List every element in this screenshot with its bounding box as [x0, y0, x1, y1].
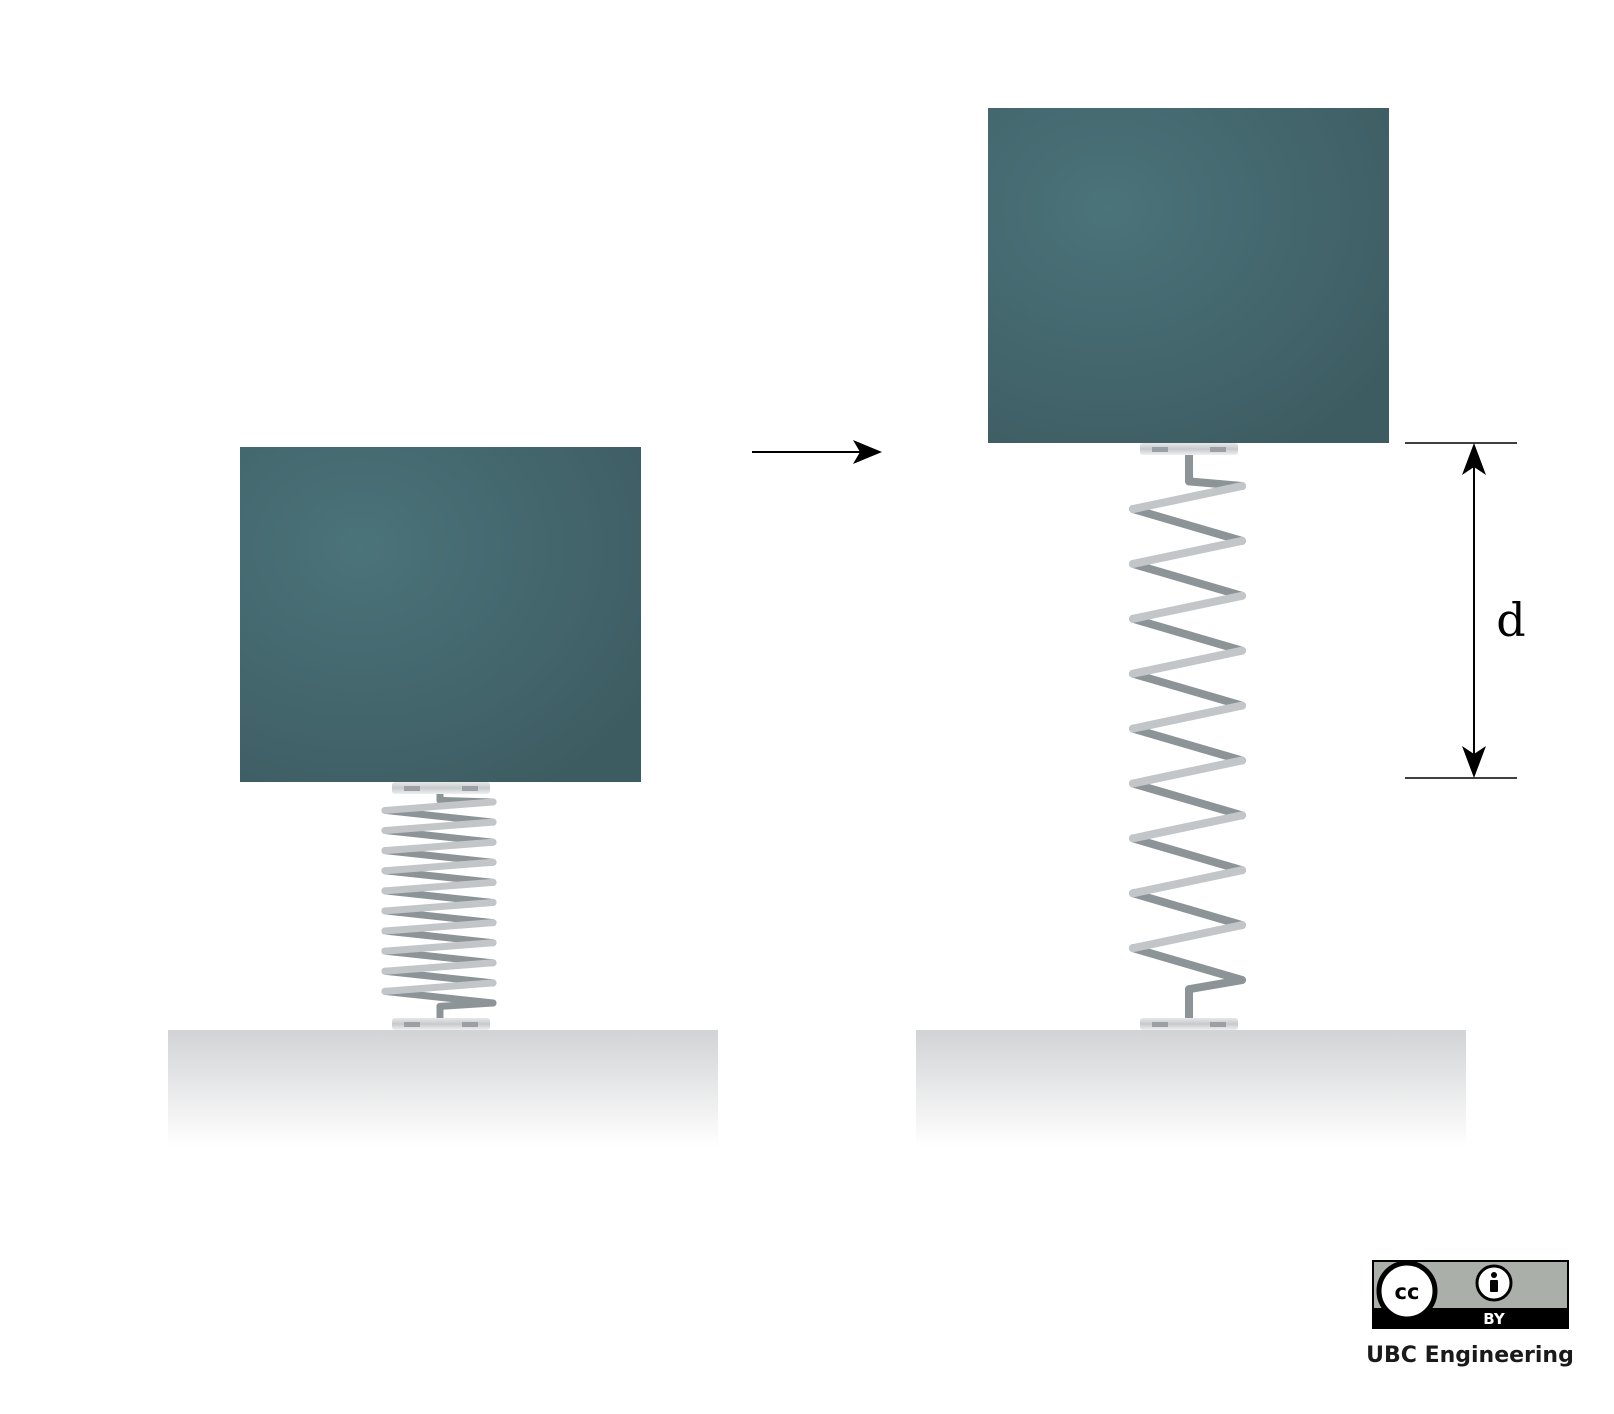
coil-segment [1129, 724, 1246, 765]
coil-segment [1129, 779, 1246, 820]
left-bottom-plate [392, 1018, 490, 1030]
coil-segment [1185, 976, 1246, 994]
coil-segment [436, 999, 497, 1010]
coil-segment [1129, 536, 1246, 568]
coil-segment [1129, 505, 1246, 545]
creative-commons-icon: cc [1376, 1260, 1438, 1322]
spring-icon [381, 788, 497, 1024]
left-top-plate [392, 782, 490, 794]
right-top-plate [1140, 443, 1238, 455]
coil-segment [381, 838, 497, 855]
left-ground [168, 1030, 718, 1148]
coil-segment [1129, 701, 1246, 733]
right-ground [916, 1030, 1466, 1148]
coil-segment [381, 939, 497, 955]
by-mark: BY [1483, 1310, 1506, 1328]
coil-segment [381, 798, 497, 814]
coil-segment [381, 878, 497, 895]
coil-segment [1129, 889, 1246, 930]
dimension-indicator: d [1405, 442, 1526, 779]
attribution-icon [1475, 1264, 1513, 1302]
coil-segment [1129, 756, 1246, 788]
left-scene [168, 447, 718, 1148]
right-bottom-plate [1140, 1018, 1238, 1030]
coil-segment [1129, 669, 1246, 710]
coil-segment [1129, 591, 1246, 623]
credit-text: UBC Engineering [1366, 1343, 1574, 1368]
coil-segment [1129, 866, 1246, 898]
coil-segment [1129, 834, 1246, 875]
coil-segment [381, 899, 497, 915]
coil-segment [381, 858, 497, 875]
coil-segment [1129, 559, 1246, 600]
license-badge: cc BY UBC Engineering [1366, 1260, 1574, 1368]
coil-segment [1129, 921, 1246, 953]
coil-segment [381, 919, 497, 935]
left-block [240, 447, 641, 782]
right-spring [1129, 443, 1246, 1030]
coil-segment [1129, 646, 1246, 678]
cc-mark: cc [1395, 1280, 1420, 1304]
coil-segment [381, 959, 497, 975]
dimension-label: d [1496, 593, 1525, 647]
coil-segment [381, 818, 497, 835]
coil-segment [1129, 482, 1246, 514]
right-scene [916, 108, 1466, 1148]
spring-icon [1129, 449, 1246, 1024]
coil-segment [1129, 811, 1246, 843]
left-spring [381, 782, 497, 1030]
right-block [988, 108, 1389, 443]
coil-segment [1129, 944, 1246, 984]
coil-segment [381, 979, 497, 995]
right-arrow-icon [752, 440, 882, 464]
coil-segment [1129, 614, 1246, 655]
double-arrow-icon [1462, 443, 1486, 778]
